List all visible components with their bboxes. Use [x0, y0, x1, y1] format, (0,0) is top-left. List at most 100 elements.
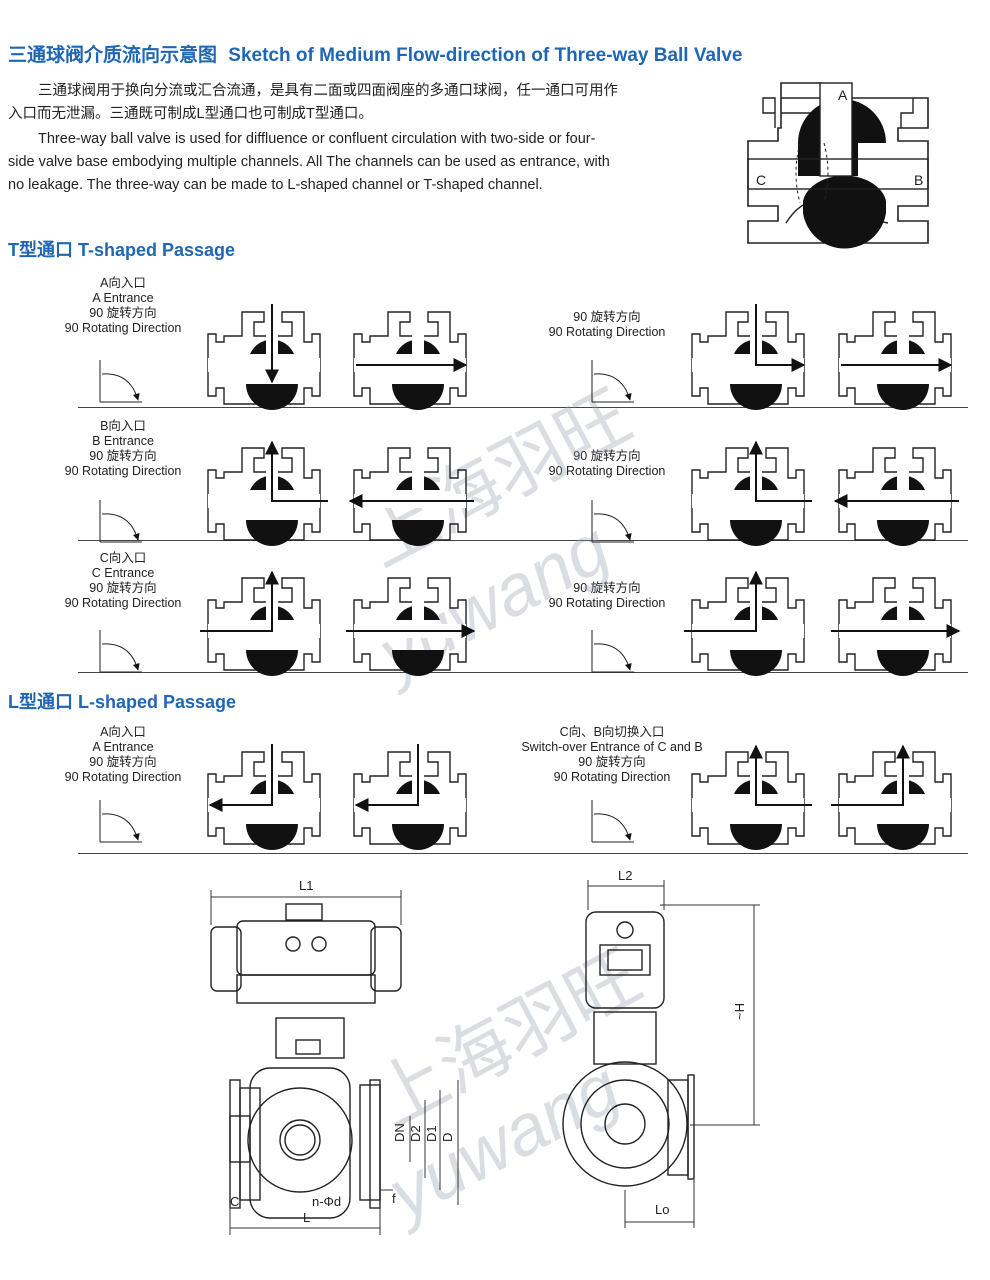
valve-body-outline	[353, 577, 467, 671]
valve-body-outline	[691, 447, 805, 541]
valve-body-outline	[838, 751, 952, 845]
rotation-arrow	[101, 373, 140, 401]
valve-body-outline	[353, 447, 467, 541]
dim-dn: DN	[392, 1123, 407, 1142]
bore-vertical	[412, 312, 424, 372]
row-divider	[78, 407, 968, 408]
rotation-arc	[591, 800, 634, 843]
rotation-arc	[99, 360, 142, 403]
l-right-label: C向、B向切换入口 Switch-over Entrance of C and …	[521, 725, 703, 784]
bore	[692, 494, 804, 508]
dim-l2: L2	[618, 868, 632, 883]
flow-arrow	[208, 744, 273, 812]
rotation-indicators	[99, 360, 634, 843]
ball-half	[392, 650, 444, 676]
rotation-arrow	[101, 513, 140, 541]
port-b-label: B	[914, 172, 923, 188]
row-divider	[78, 853, 968, 854]
rotation-arrow	[593, 513, 632, 541]
flow-arrow	[755, 304, 806, 372]
flow-arrow	[684, 570, 763, 632]
valve-flow-diagram	[691, 440, 812, 546]
valve-flow-diagram	[691, 304, 806, 410]
main-valve-sketch	[747, 82, 929, 249]
valve-body-outline	[207, 311, 321, 405]
rotation-arc	[99, 630, 142, 673]
row-divider	[78, 672, 968, 673]
ball-half	[730, 650, 782, 676]
valve-flow-diagram	[353, 744, 467, 850]
rotation-arrow	[101, 813, 140, 841]
valve-flow-diagram	[353, 311, 468, 410]
ball-half	[246, 384, 298, 410]
ball-half	[392, 520, 444, 546]
bore-vertical	[897, 312, 909, 372]
ball-half	[730, 520, 782, 546]
valve-flow-diagram	[207, 440, 328, 546]
valve-flow-diagram	[831, 577, 961, 676]
ball-half	[877, 650, 929, 676]
flow-arrow	[749, 440, 812, 502]
rotation-arc	[591, 500, 634, 543]
valve-body-outline	[838, 311, 952, 405]
bore	[208, 494, 320, 508]
ball-half	[392, 384, 444, 410]
ball-half	[392, 824, 444, 850]
ball-half	[877, 520, 929, 546]
valve-body-outline	[691, 577, 805, 671]
ball-half	[877, 824, 929, 850]
valve-body-outline	[691, 751, 805, 845]
front-view	[210, 903, 402, 1219]
valve-flow-diagram	[207, 304, 321, 410]
l-section-title: L型通口 L-shaped Passage	[8, 692, 237, 712]
flow-arrow	[831, 744, 910, 806]
dim-n-phi-d: n-Φd	[312, 1194, 341, 1209]
dim-d1: D1	[424, 1125, 439, 1142]
rotation-arrow	[593, 813, 632, 841]
dim-h: ~H	[732, 1003, 747, 1020]
bore-vertical	[897, 578, 909, 638]
valve-flow-diagram	[348, 447, 474, 546]
t-row-3-label: C向入口 C Entrance 90 旋转方向 90 Rotating Dire…	[64, 551, 182, 610]
rotation-arc	[591, 360, 634, 403]
t-row-2-right-label: 90 旋转方向 90 Rotating Direction	[548, 449, 666, 478]
t-section-title: T型通口 T-shaped Passage	[8, 240, 236, 260]
bore	[208, 358, 320, 372]
t-row-3-right-label: 90 旋转方向 90 Rotating Direction	[548, 581, 666, 610]
ball-half	[246, 650, 298, 676]
dim-l: L	[303, 1210, 310, 1225]
dim-c: C	[230, 1194, 239, 1209]
t-row-2-label: B向入口 B Entrance 90 旋转方向 90 Rotating Dire…	[64, 419, 182, 478]
t-row-1-right-label: 90 旋转方向 90 Rotating Direction	[548, 310, 666, 339]
flow-arrow	[200, 570, 279, 632]
ball-half	[246, 520, 298, 546]
valve-body-outline	[353, 311, 467, 405]
valve-body-outline	[691, 311, 805, 405]
rotation-arc	[99, 800, 142, 843]
title-en: Sketch of Medium Flow-direction of Three…	[228, 45, 743, 66]
flow-arrow	[354, 744, 419, 812]
intro-cn: 三通球阀用于换向分流或汇合流通，是具有二面或四面阀座的多通口球阀，任一通口可用作…	[8, 83, 618, 122]
dim-l1: L1	[299, 878, 313, 893]
valve-flow-diagram	[691, 744, 812, 850]
bore-vertical	[897, 448, 909, 508]
valve-body-outline	[207, 447, 321, 541]
rotation-arc	[591, 630, 634, 673]
ball-half	[246, 824, 298, 850]
bore	[692, 358, 804, 372]
side-view-dims	[587, 880, 760, 1228]
bore-vertical	[412, 448, 424, 508]
side-view	[562, 911, 695, 1187]
page-title: 三通球阀介质流向示意图 Sketch of Medium Flow-direct…	[8, 40, 742, 67]
valve-body-outline	[353, 751, 467, 845]
t-row-1-label: A向入口 A Entrance 90 旋转方向 90 Rotating Dire…	[64, 276, 182, 335]
flow-arrow	[265, 440, 328, 502]
valve-flow-diagram	[200, 570, 321, 676]
valve-flow-diagram	[838, 311, 953, 410]
rotation-arrow	[101, 643, 140, 671]
rotation-arc	[99, 500, 142, 543]
valve-flow-diagram	[684, 570, 805, 676]
l-left-label: A向入口 A Entrance 90 旋转方向 90 Rotating Dire…	[64, 725, 182, 784]
row-divider	[78, 540, 968, 541]
